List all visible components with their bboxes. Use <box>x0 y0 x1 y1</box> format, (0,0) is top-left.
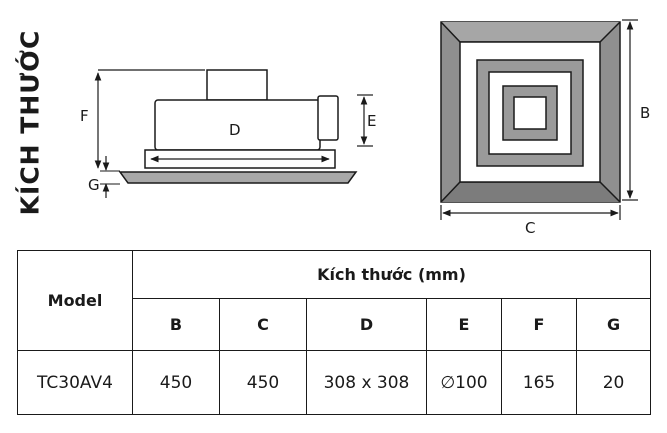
header-col-b: B <box>132 298 220 351</box>
header-col-e: E <box>426 298 502 351</box>
header-dimensions-group: Kích thước (mm) <box>131 250 652 299</box>
header-col-g: G <box>575 298 652 351</box>
label-f: F <box>80 107 89 125</box>
cell-c: 450 <box>219 350 307 415</box>
header-col-d: D <box>306 298 427 351</box>
side-view <box>94 69 373 198</box>
label-b: B <box>640 104 650 122</box>
cell-e: ∅100 <box>426 350 502 415</box>
cell-f: 165 <box>501 350 577 415</box>
label-c: C <box>525 219 535 237</box>
header-row-columns: B C D E F G <box>18 298 652 351</box>
header-col-f: F <box>501 298 577 351</box>
label-e: E <box>367 112 376 130</box>
top-view <box>440 19 638 220</box>
label-d: D <box>229 121 241 139</box>
label-g: G <box>88 176 100 194</box>
header-row-group: Model Kích thước (mm) <box>17 250 652 351</box>
cell-model: TC30AV4 <box>17 350 133 415</box>
dimension-drawings: F D E G B C <box>80 19 650 237</box>
cell-d: 308 x 308 <box>306 350 427 415</box>
header-col-c: C <box>219 298 307 351</box>
cell-b: 450 <box>132 350 220 415</box>
header-model: Model <box>17 250 133 351</box>
table-row: TC30AV4 450 450 308 x 308 ∅100 165 20 <box>17 350 652 415</box>
spec-table: Model Kích thước (mm) B C D E F G TC30AV… <box>17 250 652 415</box>
cell-g: 20 <box>575 350 652 415</box>
